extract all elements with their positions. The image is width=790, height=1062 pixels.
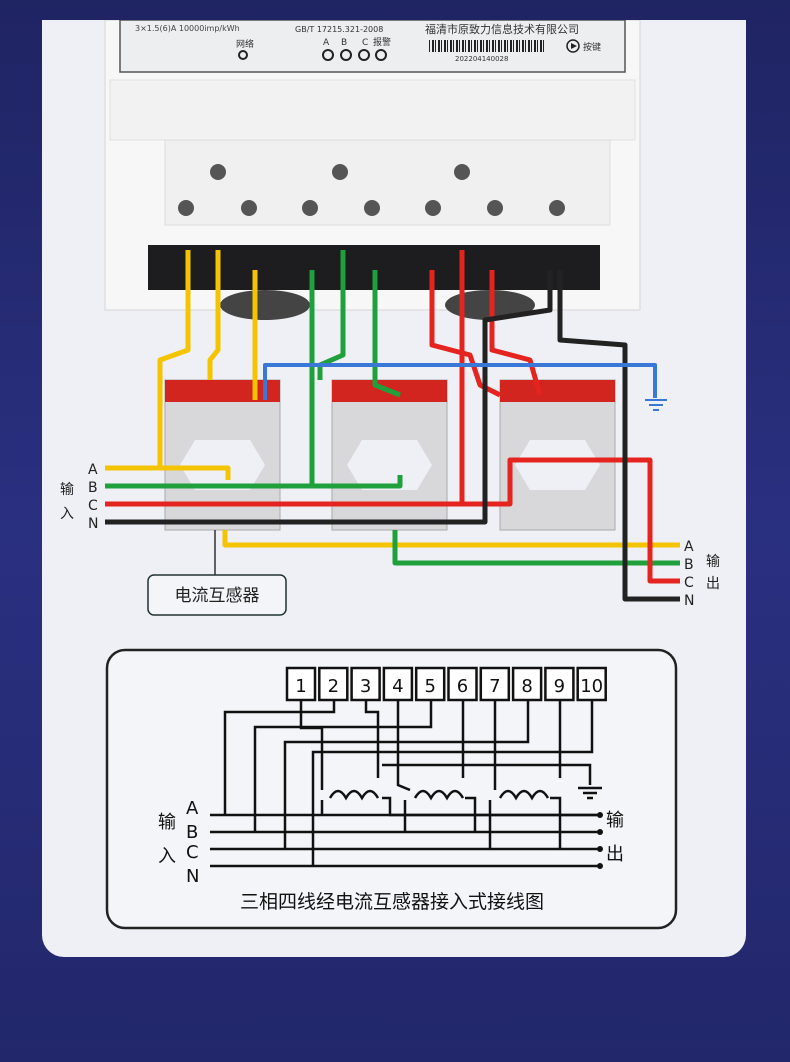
terminal-number: 3 bbox=[360, 676, 371, 697]
terminal-number: 8 bbox=[521, 676, 532, 697]
terminal-number: 10 bbox=[580, 676, 603, 697]
terminal-box bbox=[382, 666, 414, 702]
ground-symbol-icon bbox=[578, 786, 602, 800]
svg-text:N: N bbox=[186, 866, 199, 887]
wire-ground bbox=[263, 363, 657, 400]
terminal-box bbox=[576, 666, 607, 702]
ct-c bbox=[499, 379, 616, 531]
company-name: 福清市原致力信息技术有限公司 bbox=[425, 22, 579, 36]
svg-text:202204140028: 202204140028 bbox=[455, 55, 508, 63]
wire-n-in bbox=[105, 270, 553, 525]
svg-text:报警: 报警 bbox=[373, 36, 391, 48]
svg-text:入: 入 bbox=[60, 506, 74, 522]
ct-label-box: 电流互感器 bbox=[147, 574, 287, 616]
svg-text:N: N bbox=[684, 593, 694, 609]
wire-a-in bbox=[105, 465, 231, 480]
led-c bbox=[358, 49, 370, 61]
ct-b bbox=[331, 379, 448, 531]
svg-text:B: B bbox=[684, 557, 694, 573]
ct-a bbox=[164, 379, 281, 531]
terminal-box bbox=[544, 666, 575, 702]
terminal-box bbox=[414, 666, 446, 702]
barcode bbox=[428, 40, 546, 52]
terminal-number: 1 bbox=[295, 676, 306, 697]
svg-text:按键: 按键 bbox=[583, 41, 601, 53]
terminal-screws bbox=[178, 164, 565, 216]
svg-text:3×1.5(6)A 10000imp/kWh: 3×1.5(6)A 10000imp/kWh bbox=[135, 24, 240, 33]
terminal-box bbox=[285, 666, 317, 702]
energy-meter: 3×1.5(6)A 10000imp/kWh GB/T 17215.321-20… bbox=[104, 20, 641, 320]
wire-c-in-out bbox=[105, 457, 680, 584]
led-b bbox=[340, 49, 352, 61]
standard-text: GB/T 17215.321-2008 bbox=[295, 25, 383, 34]
svg-text:入: 入 bbox=[158, 846, 176, 867]
svg-text:C: C bbox=[88, 498, 98, 514]
wires bbox=[105, 250, 680, 602]
svg-text:N: N bbox=[88, 516, 98, 532]
current-transformers bbox=[164, 379, 616, 531]
svg-text:B: B bbox=[186, 822, 198, 843]
terminal-box bbox=[318, 666, 349, 702]
svg-text:C: C bbox=[362, 38, 368, 48]
svg-text:输: 输 bbox=[706, 554, 720, 570]
svg-text:A: A bbox=[88, 462, 98, 478]
terminal-box bbox=[511, 666, 543, 702]
svg-text:输: 输 bbox=[60, 482, 74, 498]
play-button-icon[interactable] bbox=[566, 39, 580, 53]
svg-text:A: A bbox=[186, 798, 199, 819]
terminal-number: 4 bbox=[392, 676, 403, 697]
svg-text:出: 出 bbox=[706, 576, 720, 592]
terminal-number: 2 bbox=[328, 676, 339, 697]
wire-b-in bbox=[105, 475, 403, 489]
svg-text:B: B bbox=[88, 480, 98, 496]
svg-text:出: 出 bbox=[606, 844, 624, 865]
svg-text:网络: 网络 bbox=[236, 38, 254, 50]
svg-text:B: B bbox=[341, 38, 347, 48]
svg-text:输: 输 bbox=[606, 810, 624, 831]
product-image-card: 3×1.5(6)A 10000imp/kWh GB/T 17215.321-20… bbox=[42, 20, 746, 957]
terminal-number: 9 bbox=[554, 676, 565, 697]
schematic-caption: 三相四线经电流互感器接入式接线图 bbox=[240, 891, 544, 913]
wire-b-out bbox=[392, 530, 680, 566]
terminal-number: 6 bbox=[457, 676, 468, 697]
wire-n-out bbox=[557, 270, 680, 602]
ground-icon bbox=[645, 399, 667, 411]
svg-text:C: C bbox=[186, 842, 199, 863]
svg-text:C: C bbox=[684, 575, 694, 591]
svg-text:A: A bbox=[684, 539, 694, 555]
svg-text:电流互感器: 电流互感器 bbox=[175, 586, 260, 606]
led-alarm bbox=[375, 49, 387, 61]
terminal-box bbox=[479, 666, 511, 702]
wire-a-out bbox=[222, 530, 680, 548]
svg-text:A: A bbox=[323, 38, 330, 48]
wiring-illustration: 3×1.5(6)A 10000imp/kWh GB/T 17215.321-20… bbox=[60, 20, 720, 930]
terminal-number: 5 bbox=[424, 676, 435, 697]
svg-text:输: 输 bbox=[158, 812, 176, 833]
led-a bbox=[322, 49, 334, 61]
network-led bbox=[238, 50, 248, 60]
terminal-number: 7 bbox=[489, 676, 500, 697]
